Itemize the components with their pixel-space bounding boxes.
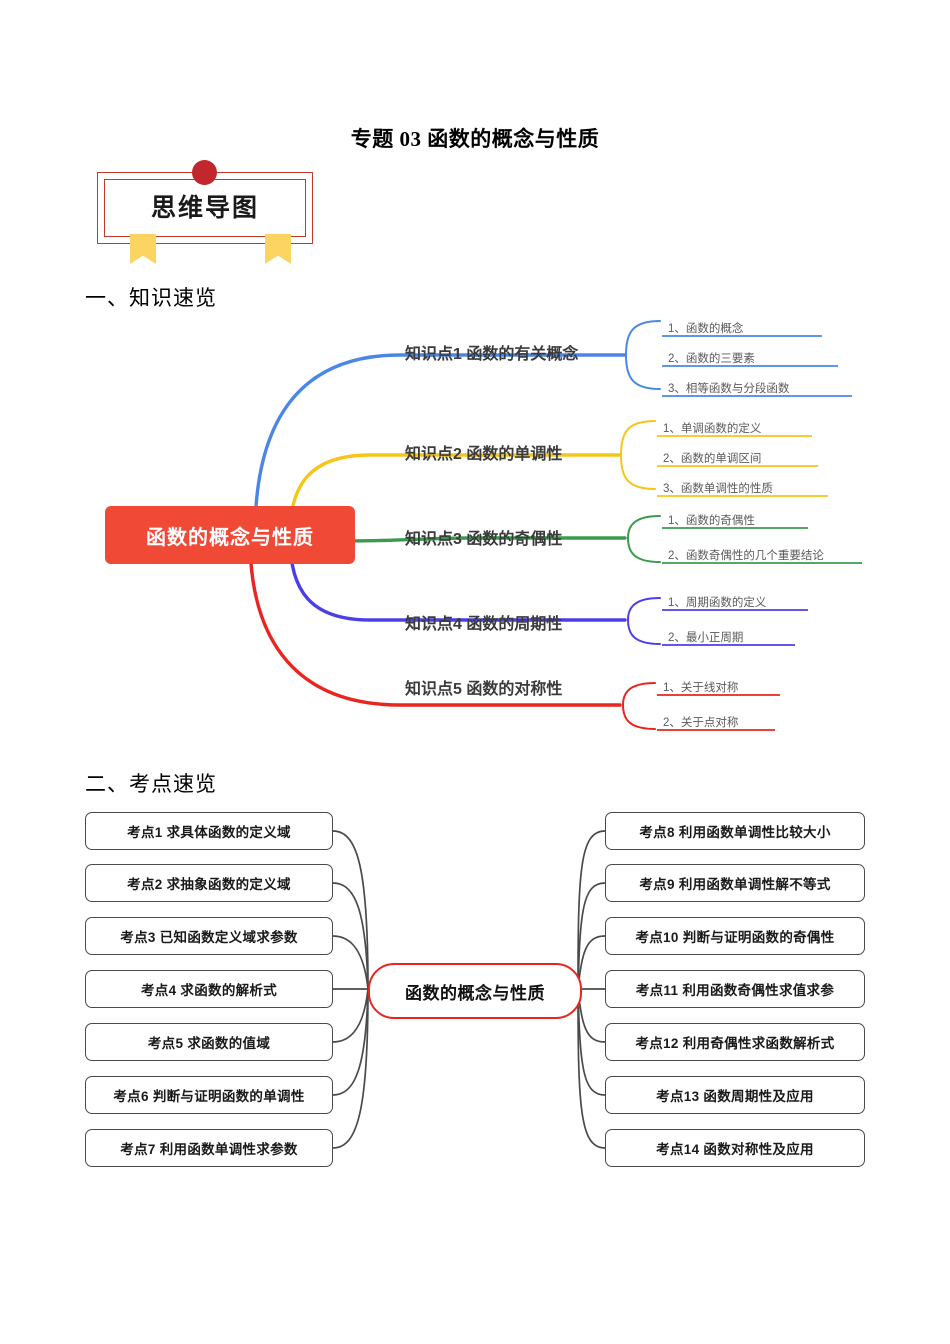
knowledge-mindmap [0, 300, 950, 740]
knowledge-branch-label-4[interactable]: 知识点4 函数的周期性 [405, 616, 563, 633]
exam-point-box-10[interactable]: 考点10 判断与证明函数的奇偶性 [605, 917, 865, 955]
exam-point-box-13[interactable]: 考点13 函数周期性及应用 [605, 1076, 865, 1114]
knowledge-branch-label-5[interactable]: 知识点5 函数的对称性 [405, 681, 563, 698]
exam-point-label-1: 考点1 求具体函数的定义域 [127, 825, 291, 840]
knowledge-branch-label-2[interactable]: 知识点2 函数的单调性 [405, 446, 563, 463]
knowledge-branch-label-1[interactable]: 知识点1 函数的有关概念 [405, 346, 579, 363]
exam-point-label-13: 考点13 函数周期性及应用 [656, 1089, 814, 1104]
exam-point-box-14[interactable]: 考点14 函数对称性及应用 [605, 1129, 865, 1167]
exam-point-box-2[interactable]: 考点2 求抽象函数的定义域 [85, 864, 333, 902]
page-title: 专题 03 函数的概念与性质 [350, 127, 600, 151]
exam-point-label-3: 考点3 已知函数定义域求参数 [120, 930, 298, 945]
knowledge-mindmap-center-node[interactable]: 函数的概念与性质 [105, 506, 355, 564]
exam-points-mindmap-connectors [332, 830, 606, 1149]
exam-point-box-1[interactable]: 考点1 求具体函数的定义域 [85, 812, 333, 850]
exam-points-mindmap-center-label: 函数的概念与性质 [405, 983, 545, 1003]
knowledge-subitem-3-2[interactable]: 2、函数奇偶性的几个重要结论 [668, 550, 824, 562]
exam-point-box-8[interactable]: 考点8 利用函数单调性比较大小 [605, 812, 865, 850]
knowledge-subitem-1-1[interactable]: 1、函数的概念 [668, 323, 744, 335]
exam-point-box-6[interactable]: 考点6 判断与证明函数的单调性 [85, 1076, 333, 1114]
exam-point-box-5[interactable]: 考点5 求函数的值域 [85, 1023, 333, 1061]
knowledge-subitem-4-1[interactable]: 1、周期函数的定义 [668, 597, 767, 609]
mindmap-badge: 思维导图 [97, 160, 317, 264]
exam-point-label-14: 考点14 函数对称性及应用 [656, 1142, 814, 1157]
knowledge-subitem-2-1[interactable]: 1、单调函数的定义 [663, 423, 762, 435]
knowledge-subitem-4-2[interactable]: 2、最小正周期 [668, 632, 744, 644]
exam-point-label-12: 考点12 利用奇偶性求函数解析式 [635, 1036, 835, 1051]
exam-point-box-7[interactable]: 考点7 利用函数单调性求参数 [85, 1129, 333, 1167]
knowledge-subitem-1-3[interactable]: 3、相等函数与分段函数 [668, 383, 790, 395]
exam-point-label-6: 考点6 判断与证明函数的单调性 [113, 1089, 305, 1104]
badge-circle-icon [192, 160, 217, 185]
exam-point-label-10: 考点10 判断与证明函数的奇偶性 [635, 930, 835, 945]
knowledge-subitem-5-2[interactable]: 2、关于点对称 [663, 717, 739, 729]
exam-point-label-5: 考点5 求函数的值域 [147, 1036, 271, 1051]
knowledge-subitem-3-1[interactable]: 1、函数的奇偶性 [668, 515, 755, 527]
exam-point-label-9: 考点9 利用函数单调性解不等式 [639, 877, 831, 892]
knowledge-branch-label-3[interactable]: 知识点3 函数的奇偶性 [405, 531, 563, 548]
exam-point-box-3[interactable]: 考点3 已知函数定义域求参数 [85, 917, 333, 955]
knowledge-mindmap-connectors [248, 320, 862, 731]
exam-point-label-8: 考点8 利用函数单调性比较大小 [639, 825, 831, 840]
exam-point-label-7: 考点7 利用函数单调性求参数 [120, 1142, 298, 1157]
exam-point-box-9[interactable]: 考点9 利用函数单调性解不等式 [605, 864, 865, 902]
exam-points-mindmap [0, 800, 950, 1190]
knowledge-subitem-5-1[interactable]: 1、关于线对称 [663, 682, 739, 694]
section-heading-knowledge: 一、知识速览 [85, 286, 217, 310]
exam-point-box-12[interactable]: 考点12 利用奇偶性求函数解析式 [605, 1023, 865, 1061]
exam-points-mindmap-center-node[interactable]: 函数的概念与性质 [368, 963, 582, 1019]
knowledge-mindmap-center-label: 函数的概念与性质 [146, 526, 314, 549]
exam-point-label-11: 考点11 利用函数奇偶性求值求参 [635, 983, 835, 998]
exam-point-label-4: 考点4 求函数的解析式 [140, 983, 278, 998]
badge-label: 思维导图 [150, 194, 259, 222]
exam-point-box-4[interactable]: 考点4 求函数的解析式 [85, 970, 333, 1008]
ribbon-bookmark-icon-left [130, 234, 156, 264]
knowledge-subitem-2-2[interactable]: 2、函数的单调区间 [663, 453, 762, 465]
section-heading-exam-points: 二、考点速览 [85, 772, 217, 796]
ribbon-bookmark-icon-right [265, 234, 291, 264]
exam-point-box-11[interactable]: 考点11 利用函数奇偶性求值求参 [605, 970, 865, 1008]
exam-point-label-2: 考点2 求抽象函数的定义域 [127, 877, 291, 892]
knowledge-subitem-2-3[interactable]: 3、函数单调性的性质 [663, 483, 773, 495]
knowledge-subitem-1-2[interactable]: 2、函数的三要素 [668, 353, 755, 365]
